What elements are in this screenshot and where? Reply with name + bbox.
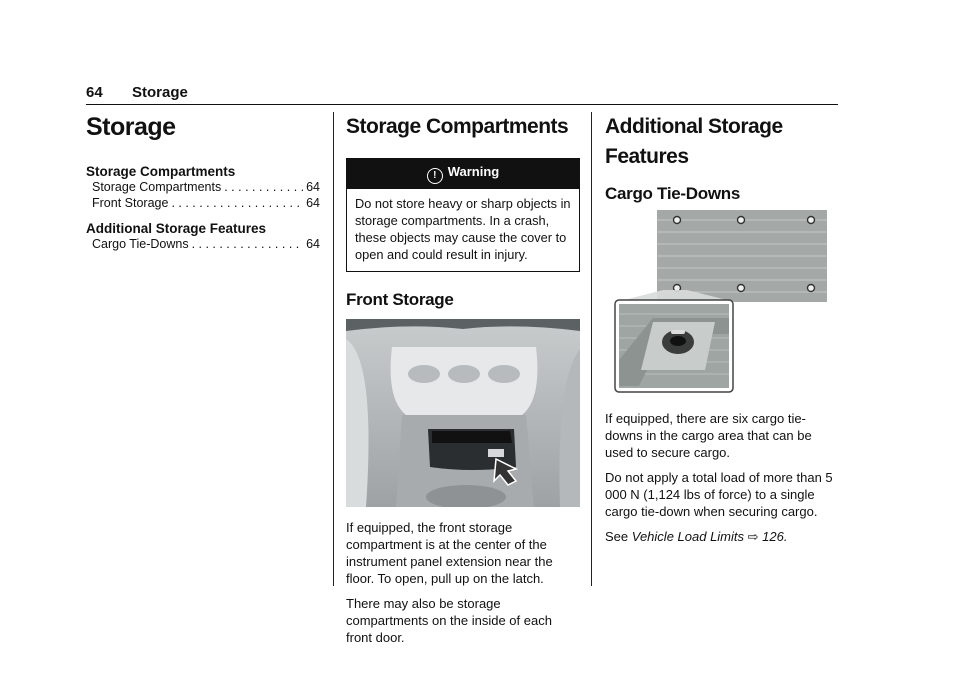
warning-header: ! Warning [347, 159, 579, 189]
see-page-number[interactable]: 126. [762, 529, 788, 544]
toc-group: Additional Storage Features Cargo Tie-Do… [86, 221, 320, 252]
toc-entry-label: Front Storage [92, 196, 169, 210]
toc-group-heading: Storage Compartments [86, 164, 236, 179]
tie-downs-paragraph-2: Do not apply a total load of more than 5… [605, 470, 833, 519]
toc-leader-dots [171, 195, 303, 211]
column-divider [333, 112, 334, 586]
toc-group-heading: Additional Storage Features [86, 221, 267, 236]
toc-leader-dots [192, 236, 304, 252]
tie-downs-paragraph-1: If equipped, there are six cargo tie-dow… [605, 411, 812, 460]
page-number: 64 [86, 84, 103, 101]
toc-entry-page: 64 [306, 237, 320, 251]
toc-entry-label: Storage Compartments [92, 180, 222, 194]
toc-title: Storage [86, 113, 176, 141]
see-reference: See Vehicle Load Limits ⇨ 126. [605, 528, 839, 545]
header-section-title: Storage [132, 84, 188, 101]
arrow-right-icon: ⇨ [747, 529, 759, 544]
warning-label: Warning [447, 164, 500, 179]
section-title: Storage Compartments [346, 115, 569, 138]
section-title: Additional Storage Features [605, 115, 783, 168]
subsection-title: Front Storage [346, 290, 454, 309]
additional-storage-column: Additional Storage Features Cargo Tie-Do… [605, 112, 839, 553]
cargo-tie-downs-image [605, 210, 839, 400]
toc-entry-page: 64 [306, 180, 320, 194]
toc-entry[interactable]: Front Storage 64 [86, 195, 320, 211]
vehicle-load-limits-link[interactable]: Vehicle Load Limits [631, 529, 745, 544]
front-storage-paragraph-2: There may also be storage compartments o… [346, 596, 552, 645]
warning-box: ! Warning Do not store heavy or sharp obj… [346, 158, 580, 272]
column-divider [591, 112, 592, 586]
warning-text: Do not store heavy or sharp objects in s… [355, 196, 571, 262]
storage-compartments-column: Storage Compartments ! Warning Do not sto… [346, 112, 580, 654]
front-storage-paragraph-1: If equipped, the front storage compartme… [346, 520, 553, 586]
toc-leader-dots [224, 179, 303, 195]
toc-entry[interactable]: Storage Compartments 64 [86, 179, 320, 195]
page-header: 64 Storage [86, 84, 838, 105]
front-storage-image [346, 319, 580, 507]
toc-group: Storage Compartments Storage Compartment… [86, 164, 320, 211]
subsection-title: Cargo Tie-Downs [605, 184, 740, 203]
toc-entry-page: 64 [306, 196, 320, 210]
toc-column: Storage Storage Compartments Storage Com… [86, 112, 320, 252]
toc-entry-label: Cargo Tie-Downs [92, 237, 189, 251]
toc-entry[interactable]: Cargo Tie-Downs 64 [86, 236, 320, 252]
warning-icon: ! [426, 168, 443, 184]
see-prefix: See [605, 529, 629, 544]
